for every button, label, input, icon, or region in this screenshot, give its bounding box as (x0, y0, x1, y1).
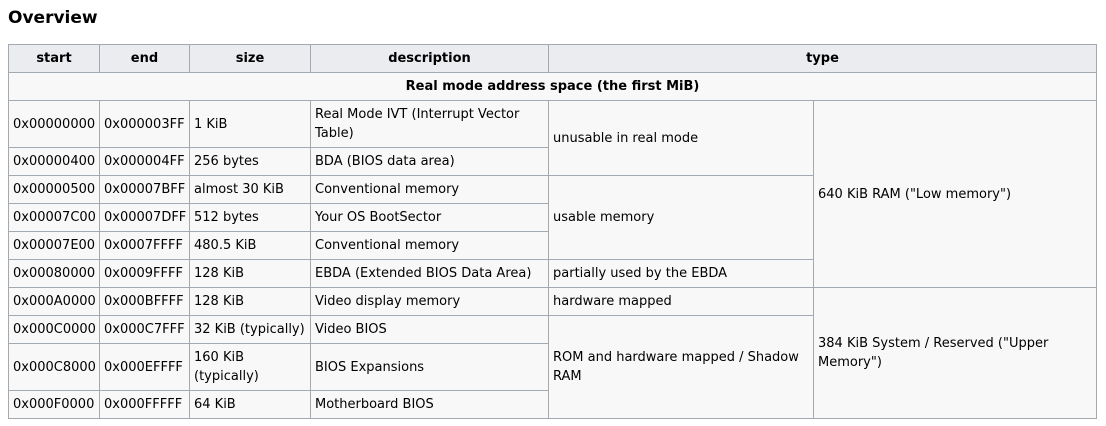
table-row: 0x00080000 0x0009FFFF 128 KiB EBDA (Exte… (8, 259, 1097, 288)
column-header-description: description (310, 44, 549, 73)
cell-end: 0x00007BFF (99, 175, 190, 204)
table-row: 0x00007E00 0x0007FFFF 480.5 KiB Conventi… (8, 231, 1097, 260)
cell-start: 0x000C8000 (8, 343, 100, 391)
cell-end: 0x000003FF (99, 100, 190, 148)
table-row: 0x00000000 0x000003FF 1 KiB Real Mode IV… (8, 100, 1097, 288)
cell-description: Conventional memory (310, 175, 549, 204)
cell-size: 1 KiB (189, 100, 311, 148)
cell-end: 0x0007FFFF (99, 231, 190, 260)
table-row: 0x00007C00 0x00007DFF 512 bytes Your OS … (8, 203, 1097, 232)
cell-description: BDA (BIOS data area) (310, 147, 549, 176)
table-row: 0x000F0000 0x000FFFFF 64 KiB Motherboard… (8, 390, 1097, 419)
cell-usage-ebda: partially used by the EBDA (548, 259, 814, 288)
cell-description: Your OS BootSector (310, 203, 549, 232)
cell-size: almost 30 KiB (189, 175, 311, 204)
cell-usage-unusable: unusable in real mode (548, 100, 814, 176)
cell-size: 32 KiB (typically) (189, 315, 311, 344)
cell-start: 0x000F0000 (8, 390, 100, 419)
table-row: 0x000A0000 0x000BFFFF 128 KiB Video disp… (8, 287, 1097, 419)
cell-start: 0x00000400 (8, 147, 100, 176)
table-header-row: start end size description type (8, 44, 1097, 73)
cell-start: 0x00007E00 (8, 231, 100, 260)
cell-description: EBDA (Extended BIOS Data Area) (310, 259, 549, 288)
cell-end: 0x0009FFFF (99, 259, 190, 288)
cell-size: 256 bytes (189, 147, 311, 176)
cell-start: 0x00007C00 (8, 203, 100, 232)
cell-size: 64 KiB (189, 390, 311, 419)
cell-description: Motherboard BIOS (310, 390, 549, 419)
column-header-end: end (99, 44, 190, 73)
cell-region-low-memory: 640 KiB RAM ("Low memory") (813, 100, 1097, 288)
cell-size: 480.5 KiB (189, 231, 311, 260)
cell-description: Conventional memory (310, 231, 549, 260)
cell-size: 160 KiB (typically) (189, 343, 311, 391)
table-row: 0x00000500 0x00007BFF almost 30 KiB Conv… (8, 175, 1097, 260)
cell-start: 0x00080000 (8, 259, 100, 288)
column-header-type: type (548, 44, 1097, 73)
cell-end: 0x00007DFF (99, 203, 190, 232)
cell-end: 0x000004FF (99, 147, 190, 176)
cell-region-upper-memory: 384 KiB System / Reserved ("Upper Memory… (813, 287, 1097, 419)
cell-end: 0x000C7FFF (99, 315, 190, 344)
cell-description: BIOS Expansions (310, 343, 549, 391)
cell-usage-usable: usable memory (548, 175, 814, 260)
memory-map-table: start end size description type Real mod… (8, 44, 1097, 419)
cell-usage-rom: ROM and hardware mapped / Shadow RAM (548, 315, 814, 419)
table-row: 0x000C8000 0x000EFFFF 160 KiB (typically… (8, 343, 1097, 391)
cell-end: 0x000BFFFF (99, 287, 190, 316)
cell-size: 128 KiB (189, 287, 311, 316)
column-header-start: start (8, 44, 100, 73)
cell-start: 0x00000000 (8, 100, 100, 148)
cell-size: 512 bytes (189, 203, 311, 232)
table-row: 0x00000400 0x000004FF 256 bytes BDA (BIO… (8, 147, 1097, 176)
cell-end: 0x000FFFFF (99, 390, 190, 419)
section-title: Real mode address space (the first MiB) (8, 72, 1097, 101)
cell-start: 0x000C0000 (8, 315, 100, 344)
table-row: 0x000C0000 0x000C7FFF 32 KiB (typically)… (8, 315, 1097, 419)
section-heading-overview: Overview (8, 8, 98, 28)
cell-description: Real Mode IVT (Interrupt Vector Table) (310, 100, 549, 148)
column-header-size: size (189, 44, 311, 73)
cell-size: 128 KiB (189, 259, 311, 288)
cell-start: 0x000A0000 (8, 287, 100, 316)
section-title-row: Real mode address space (the first MiB) (8, 72, 1097, 101)
cell-description: Video BIOS (310, 315, 549, 344)
cell-end: 0x000EFFFF (99, 343, 190, 391)
cell-start: 0x00000500 (8, 175, 100, 204)
cell-description: Video display memory (310, 287, 549, 316)
cell-usage-hardware: hardware mapped (548, 287, 814, 316)
